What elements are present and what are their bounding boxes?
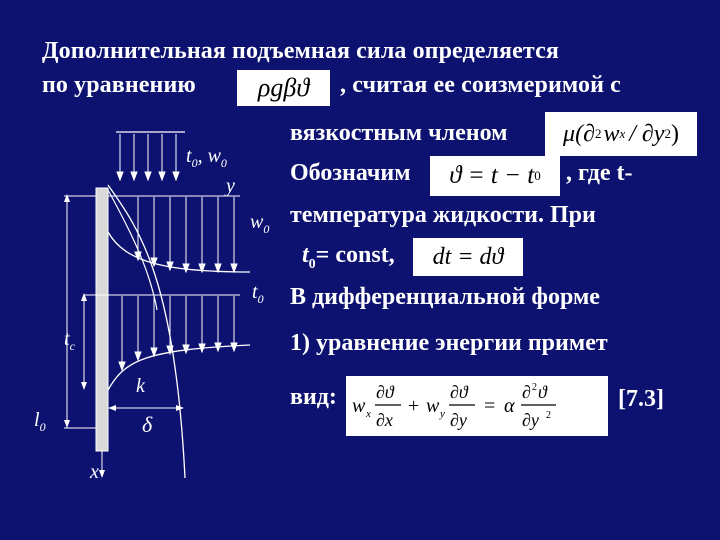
title-line-2-prefix: по уравнению <box>42 72 196 98</box>
label-x: x <box>89 461 99 483</box>
boundary-layer-diagram: t0, w0 y w0 t0 tc k δ l0 x <box>34 131 269 483</box>
viscous-div: / ∂y <box>629 120 665 147</box>
svg-text:α: α <box>504 395 515 417</box>
label-tc: tc <box>64 328 76 353</box>
svg-text:∂y: ∂y <box>522 410 539 430</box>
viscous-x: x <box>619 126 626 141</box>
differential-formula: dt = dϑ <box>413 238 523 276</box>
text-const: t0= const, <box>302 242 395 273</box>
notation-main: ϑ = t − t <box>449 162 535 189</box>
label-t0: t0 <box>252 281 264 306</box>
text-energy-equation: 1) уравнение энергии примет <box>290 330 608 356</box>
label-l0: l0 <box>34 409 46 434</box>
svg-text:+: + <box>408 395 419 417</box>
text-differential-form: В дифференциальной форме <box>290 284 600 310</box>
const-rest: = const, <box>315 242 395 268</box>
svg-text:=: = <box>484 395 495 417</box>
energy-equation-svg: w x ∂ϑ ∂x + w y ∂ϑ ∂y = α ∂ 2 ϑ ∂y 2 <box>352 382 556 430</box>
svg-text:∂ϑ: ∂ϑ <box>450 382 469 402</box>
vertical-plate <box>95 187 109 452</box>
svg-text:2: 2 <box>532 382 537 393</box>
const-t: t <box>302 242 309 268</box>
label-k: k <box>136 375 146 397</box>
svg-text:w: w <box>426 395 440 417</box>
svg-text:2: 2 <box>546 410 551 421</box>
viscous-mu: μ(∂ <box>563 120 595 147</box>
mid-profile-curve <box>107 231 251 273</box>
label-delta: δ <box>142 412 153 437</box>
label-t0w0: t0, w0 <box>186 145 227 170</box>
label-w0: w0 <box>250 211 269 236</box>
svg-text:∂: ∂ <box>522 382 531 402</box>
text-temperature: температура жидкости. При <box>290 202 596 228</box>
svg-text:∂x: ∂x <box>376 410 393 430</box>
viscous-w: w <box>603 120 620 147</box>
top-profile-arrows <box>116 134 180 182</box>
svg-text:∂ϑ: ∂ϑ <box>376 382 395 402</box>
mid-profile-arrows <box>134 197 238 274</box>
text-notation-suffix: , где t- <box>566 160 633 186</box>
temp-profile-curve <box>107 344 251 391</box>
notation-sub: 0 <box>534 168 541 183</box>
label-y: y <box>224 175 235 197</box>
title-line-1: Дополнительная подъемная сила определяет… <box>42 38 559 64</box>
text-form: вид: <box>290 384 337 410</box>
text-viscous: вязкостным членом <box>290 120 508 146</box>
const-sub: 0 <box>308 256 316 272</box>
boundary-curve-inner <box>107 189 158 311</box>
svg-text:∂y: ∂y <box>450 410 467 430</box>
svg-text:y: y <box>439 408 445 420</box>
svg-text:w: w <box>352 395 366 417</box>
buoyancy-formula: ρgβϑ <box>237 70 330 106</box>
energy-equation-formula: w x ∂ϑ ∂x + w y ∂ϑ ∂y = α ∂ 2 ϑ ∂y 2 <box>346 376 608 436</box>
temp-profile-arrows <box>118 296 238 372</box>
text-notation-prefix: Обозначим <box>290 160 411 186</box>
equation-number: [7.3] <box>618 386 664 412</box>
svg-text:ϑ: ϑ <box>538 382 548 402</box>
svg-text:x: x <box>365 408 371 420</box>
title-line-2-suffix: , считая ее соизмеримой с <box>340 72 621 98</box>
